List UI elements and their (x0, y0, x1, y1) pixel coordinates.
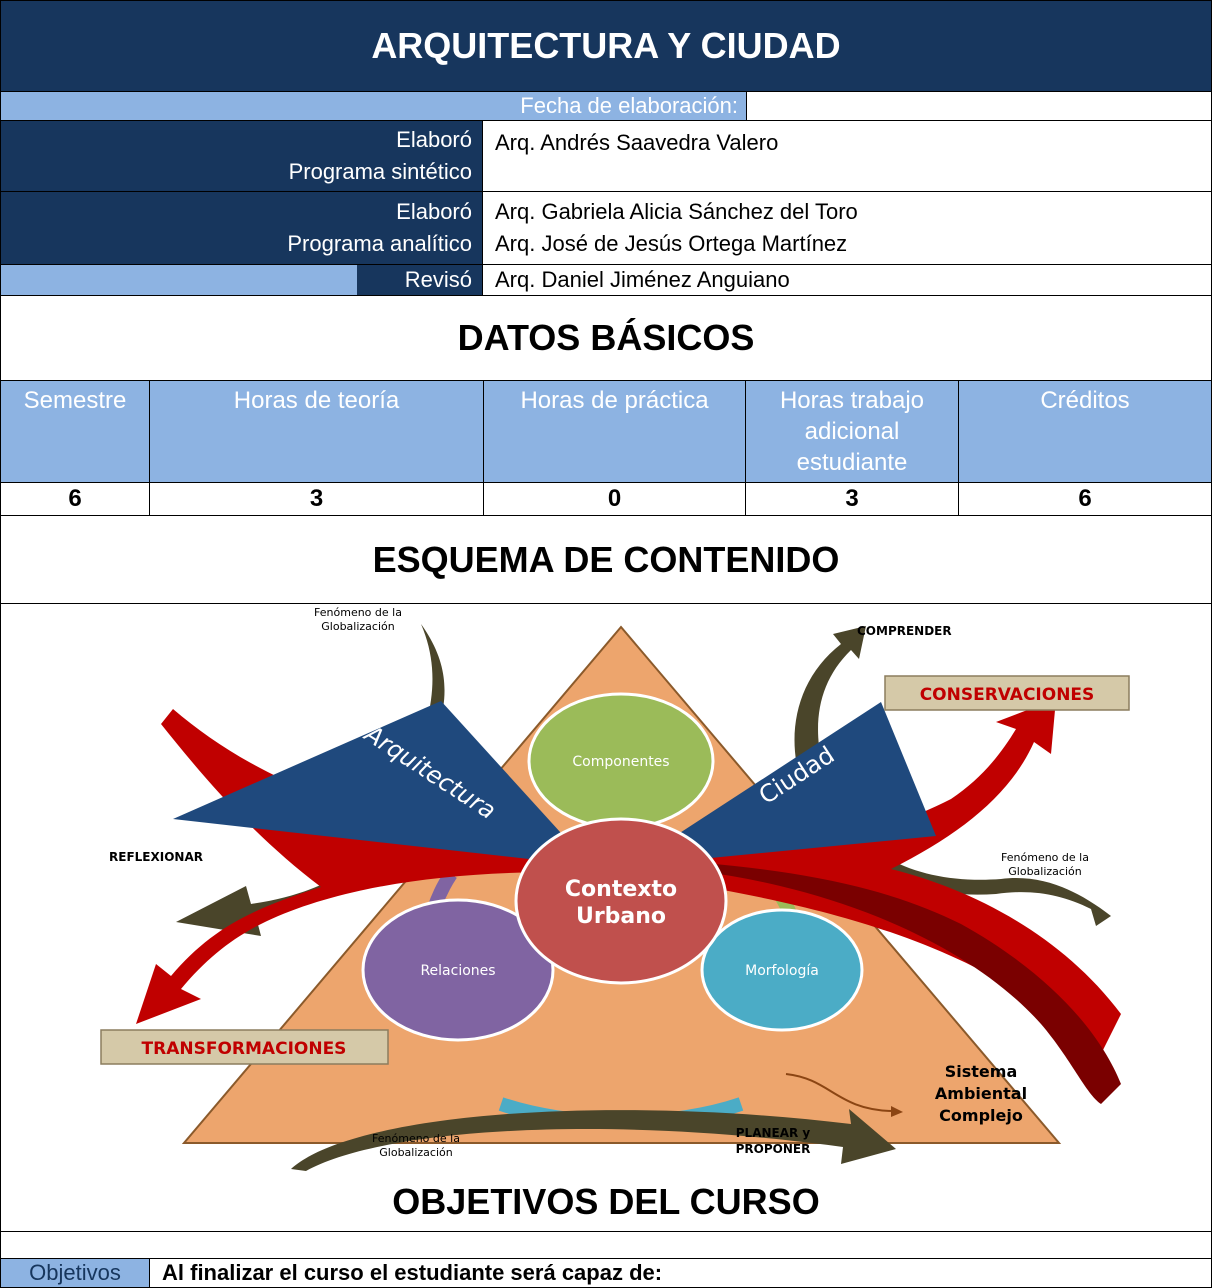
comprender-label: COMPRENDER (857, 624, 952, 638)
value-horas-teoria: 3 (149, 482, 484, 516)
header-creditos: Créditos (958, 380, 1212, 483)
elaboro-analitico-value: Arq. Gabriela Alicia Sánchez del Toro Ar… (482, 191, 1212, 265)
planear-label-2: PROPONER (736, 1142, 811, 1156)
morfologia-label: Morfología (745, 963, 819, 979)
value-horas-practica: 0 (483, 482, 746, 516)
red-arrow-transformaciones (136, 709, 881, 1024)
sistema-label-1: Sistema (945, 1062, 1018, 1081)
dark-arrow-bottom (291, 1109, 896, 1171)
objetivos-heading-text: OBJETIVOS DEL CURSO (392, 1181, 820, 1222)
autor-analitico-2: Arq. José de Jesús Ortega Martínez (495, 231, 848, 256)
planear-label-1: PLANEAR y (736, 1126, 811, 1140)
objetivos-label: Objetivos (0, 1258, 150, 1288)
elaboro-label: Elaboró (396, 127, 472, 152)
objetivos-text: Al finalizar el curso el estudiante será… (149, 1258, 1212, 1288)
contexto-circle (514, 817, 728, 985)
globalizacion-right-2: Globalización (1008, 865, 1081, 878)
relaciones-circle (361, 898, 555, 1042)
header-horas-teoria: Horas de teoría (149, 380, 484, 483)
transformaciones-label: TRANSFORMACIONES (142, 1039, 347, 1059)
value-semestre: 6 (0, 482, 150, 516)
value-horas-adicional: 3 (745, 482, 959, 516)
globalizacion-top-1: Fenómeno de la (314, 606, 402, 619)
red-arrow-lower-right (641, 859, 1121, 1104)
morfologia-circle (700, 908, 864, 1032)
contexto-label-1: Contexto (565, 877, 677, 902)
autor-sintetico: Arq. Andrés Saavedra Valero (495, 130, 779, 155)
programa-sintetico-label: Programa sintético (288, 159, 472, 184)
ciudad-shape (629, 702, 936, 866)
datos-basicos-heading: DATOS BÁSICOS (0, 295, 1212, 381)
fecha-value (746, 91, 1212, 121)
elaboro-label: Elaboró (396, 199, 472, 224)
reviso-label-cell: Revisó (0, 264, 483, 296)
header-horas-practica: Horas de práctica (483, 380, 746, 483)
reviso-value: Arq. Daniel Jiménez Anguiano (482, 264, 1212, 296)
reflexionar-label: REFLEXIONAR (109, 850, 203, 864)
conservaciones-label: CONSERVACIONES (920, 685, 1095, 705)
sistema-arrow (785, 1073, 892, 1112)
reviso-label: Revisó (404, 267, 472, 292)
sistema-arrowhead (891, 1106, 903, 1117)
dark-arrow-comprender (794, 626, 866, 782)
componentes-label: Componentes (572, 754, 669, 770)
contexto-label-2: Urbano (576, 904, 666, 929)
value-creditos: 6 (958, 482, 1212, 516)
sistema-label-2: Ambiental (935, 1084, 1027, 1103)
esquema-heading: ESQUEMA DE CONTENIDO (0, 515, 1212, 604)
header-semestre: Semestre (0, 380, 150, 483)
esquema-diagram: Arquitectura Ciudad Componentes Relacion… (0, 603, 1212, 1232)
elaboro-sintetico-value: Arq. Andrés Saavedra Valero (482, 120, 1212, 192)
conservaciones-box (884, 675, 1130, 711)
elaboro-sintetico-label: Elaboró Programa sintético (0, 120, 483, 192)
globalizacion-bottom-2: Globalización (379, 1146, 452, 1159)
globalizacion-top-2: Globalización (321, 620, 394, 633)
arquitectura-shape (173, 701, 591, 866)
autor-analitico-1: Arq. Gabriela Alicia Sánchez del Toro (495, 199, 858, 224)
sistema-label-3: Complejo (939, 1106, 1023, 1125)
transformaciones-box (100, 1029, 389, 1065)
globalizacion-right-1: Fenómeno de la (1001, 851, 1089, 864)
fecha-label: Fecha de elaboración: (0, 91, 747, 121)
globalizacion-bottom-1: Fenómeno de la (372, 1132, 460, 1145)
relaciones-label: Relaciones (420, 963, 495, 979)
esquema-diagram-svg: Arquitectura Ciudad Componentes Relacion… (100, 606, 1130, 1171)
programa-analitico-label: Programa analítico (287, 231, 472, 256)
document-title: ARQUITECTURA Y CIUDAD (0, 0, 1212, 92)
objetivos-heading (0, 1231, 1212, 1259)
elaboro-analitico-label: Elaboró Programa analítico (0, 191, 483, 265)
header-horas-adicional: Horas trabajo adicional estudiante (745, 380, 959, 483)
